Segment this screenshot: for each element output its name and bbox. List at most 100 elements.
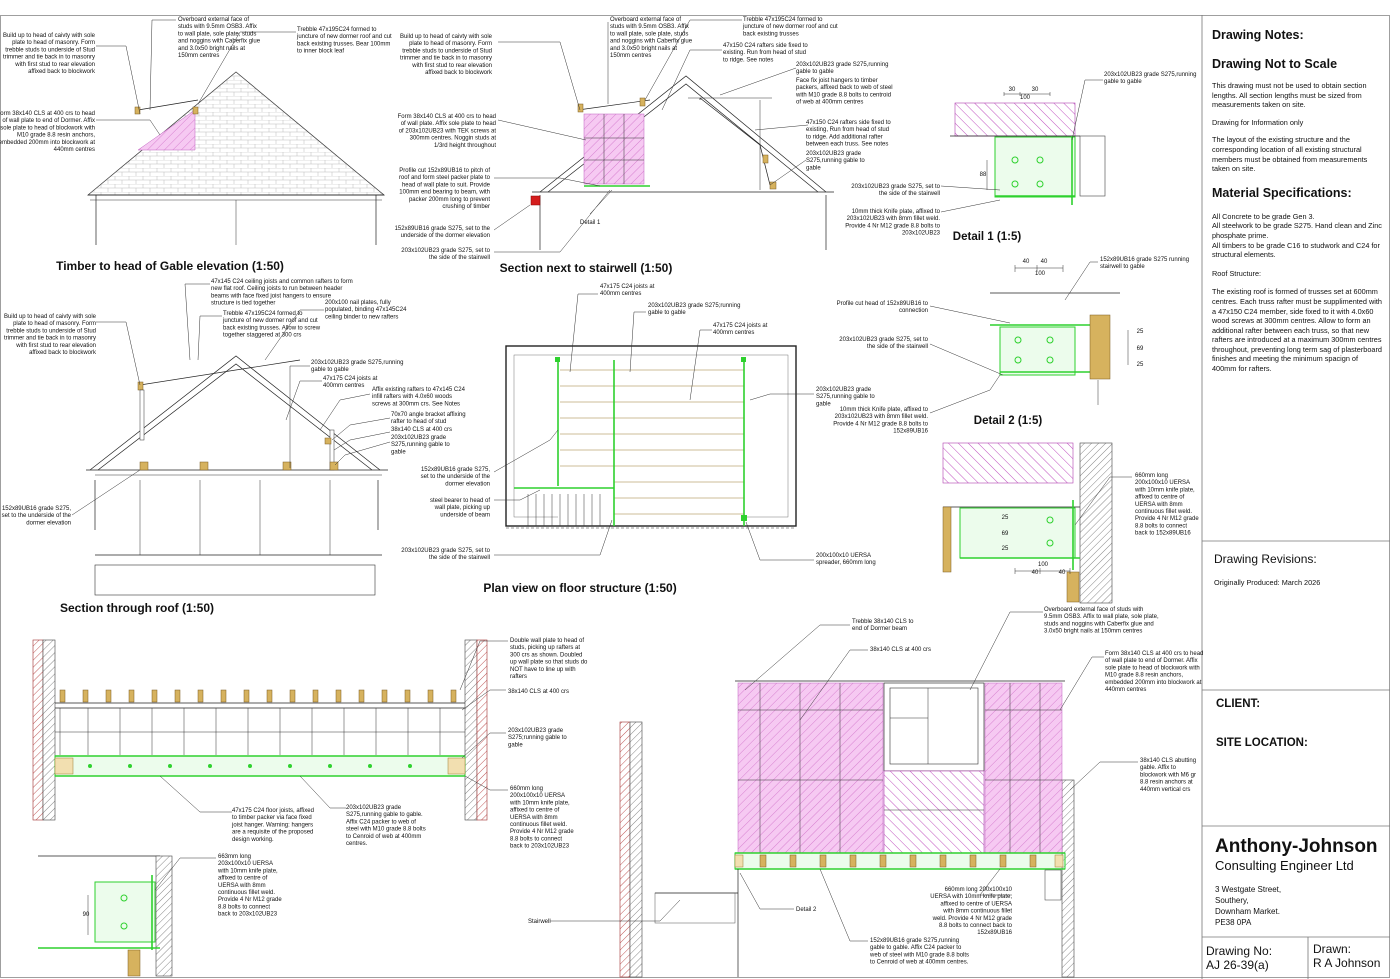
note-line: and 3.0x50 bright nails at (178, 46, 245, 52)
detail-3-dim: 40 (1032, 570, 1039, 576)
note-line: 203x102UB23 grade (508, 728, 564, 734)
note-line: beams with face fixed joist hangers to e… (211, 293, 332, 299)
note-line: 47x175 C24 joists at (713, 323, 768, 329)
detail-2-dim: 25 (1137, 362, 1144, 368)
note-line: 47x175 C24 joists at (323, 376, 378, 382)
detail-3-drawing (942, 442, 1132, 604)
note-line: roof and form steel packer plate to (399, 175, 491, 181)
note-line: 10mm thick Knife plate, affixed to (852, 209, 941, 215)
note-line: 203x102UB23 grade S275,running (1104, 72, 1196, 78)
note-line: 203x102UB23 with 8mm fillet weld. (847, 216, 941, 222)
note-line: 1/3rd height throughout (434, 143, 496, 149)
note-line: affixed to centre of UERSA (940, 901, 1012, 907)
company-section: Anthony-Johnson Consulting Engineer Ltd … (1215, 836, 1387, 928)
note-line: Trebble 47x195C24 formed to (297, 27, 377, 33)
note-line: Build up to head of caivty with sole (3, 33, 96, 39)
note-line: 38x140 CLS at 400 crs (870, 647, 931, 653)
note-line: trebble studs to underside of Stud (6, 328, 96, 334)
note-line: structure is tied together (211, 301, 275, 307)
drawing-number-value: AJ 26-39(a) (1206, 958, 1269, 972)
note-line: 663mm long (218, 854, 251, 860)
plan-view-title: Plan view on floor structure (1:50) (483, 581, 676, 595)
plan-note: 152x89UB16 grade S275,set to the undersi… (421, 467, 491, 487)
note-line: dormer elevation (26, 520, 71, 526)
stairwell-label: Stairwell (528, 919, 551, 925)
note-line: gable to gable (311, 367, 349, 373)
note-line: embedded 200mm into blockwork at (1105, 680, 1202, 686)
note-line: 200x100x10 UERSA (816, 553, 871, 559)
detail-2-dim: 100 (1035, 271, 1046, 277)
note-line: the side of the stairwell (879, 191, 940, 197)
note-line: and 3.0x50 bright nails at (610, 46, 677, 52)
note-line: the side of the stairwell (429, 555, 490, 561)
note-line: 100mm end bearing to beam, with (399, 190, 490, 196)
note-line: plate to head of masonry. Form (409, 41, 492, 47)
note-line: back to 203x102UB23 (510, 844, 570, 850)
dormer-pink-left (737, 682, 884, 854)
note-line: blockwork with M6 gr (1140, 772, 1196, 778)
note-line: Form 38x140 CLS at 400 crs to head (0, 111, 95, 117)
note-line: 660mm long (1135, 473, 1168, 479)
note-line: the side of the stairwell (429, 255, 490, 261)
note-line: populated, binding 47x145C24 (325, 307, 407, 313)
note-line: existing. Run from head of stud (723, 50, 806, 56)
note-line: Profile cut 152x89UB16 to pitch of (399, 168, 490, 174)
detail-2-dim: 69 (1137, 346, 1144, 352)
note-line: of wall plate. Affix sole plate to head (401, 121, 496, 127)
note-line: 38x140 CLS at 400 crs (391, 427, 452, 433)
note-line: 152x89UB16 (977, 930, 1012, 936)
note-line: 440mm vertical crs (1140, 787, 1190, 793)
note-line: dormer elevation (445, 481, 490, 487)
company-subtitle: Consulting Engineer Ltd (1215, 858, 1354, 873)
detail-1-dim: 88 (980, 172, 987, 178)
note-line: are a requisite of the proposed (232, 830, 313, 836)
note-line: back existing trusses. Bear 100mm (297, 41, 390, 47)
note-line: 152x89UB16 grade S275, (421, 467, 490, 473)
drawing-number-cell: Drawing No: AJ 26-39(a) (1206, 944, 1306, 972)
note-line: steel with M10 grade 8.8 bolts (346, 827, 426, 833)
address-line: 3 Westgate Street, (1215, 885, 1282, 894)
client-section: CLIENT: SITE LOCATION: (1216, 698, 1386, 749)
note-line: affixed to centre of (218, 876, 268, 882)
note-line: new flat roof. Ceiling joists to run bet… (211, 286, 342, 292)
note-line: UERSA with 8mm (218, 883, 266, 889)
note-line: UERSA with 10mm knife plate, (930, 894, 1012, 900)
note-line: 203x102UB23 grade S275,running (796, 62, 888, 68)
note-line: 200x100 nail plates, fully (325, 300, 391, 306)
note-line: gable (816, 401, 831, 407)
dormer-elevation-note: 38x140 CLS at 400 crs (870, 647, 931, 653)
note-line: 203x102UB23 grade (346, 805, 402, 811)
small-detail-dim: 90 (83, 912, 90, 918)
detail-1-reference: Detail 1 (580, 220, 601, 226)
note-line: of wall plate to end of Dormer. Affix (2, 118, 95, 124)
gable-elevation-drawing (86, 19, 386, 245)
gable-dormer-studs (137, 109, 196, 151)
note-line: end of Dormer beam (852, 626, 907, 632)
note-line: 38x140 CLS at 400 crs (508, 689, 569, 695)
detail-3-dim: 25 (1002, 515, 1009, 521)
note-line: affixed back to blockwork (425, 70, 493, 76)
revisions-heading: Drawing Revisions: (1214, 552, 1317, 566)
note-line: the side of the stairwell (867, 344, 928, 350)
note-line: Profile cut head of 152x89UB16 to (837, 301, 929, 307)
note-line: underside of beam (440, 512, 490, 518)
note-line: of wall plate to end of Dormer. Affix (1105, 658, 1198, 664)
notes-paragraph-1: This drawing must not be used to obtain … (1212, 81, 1367, 110)
note-line: studs with 9.5mm OSB3. Affix (610, 24, 689, 30)
